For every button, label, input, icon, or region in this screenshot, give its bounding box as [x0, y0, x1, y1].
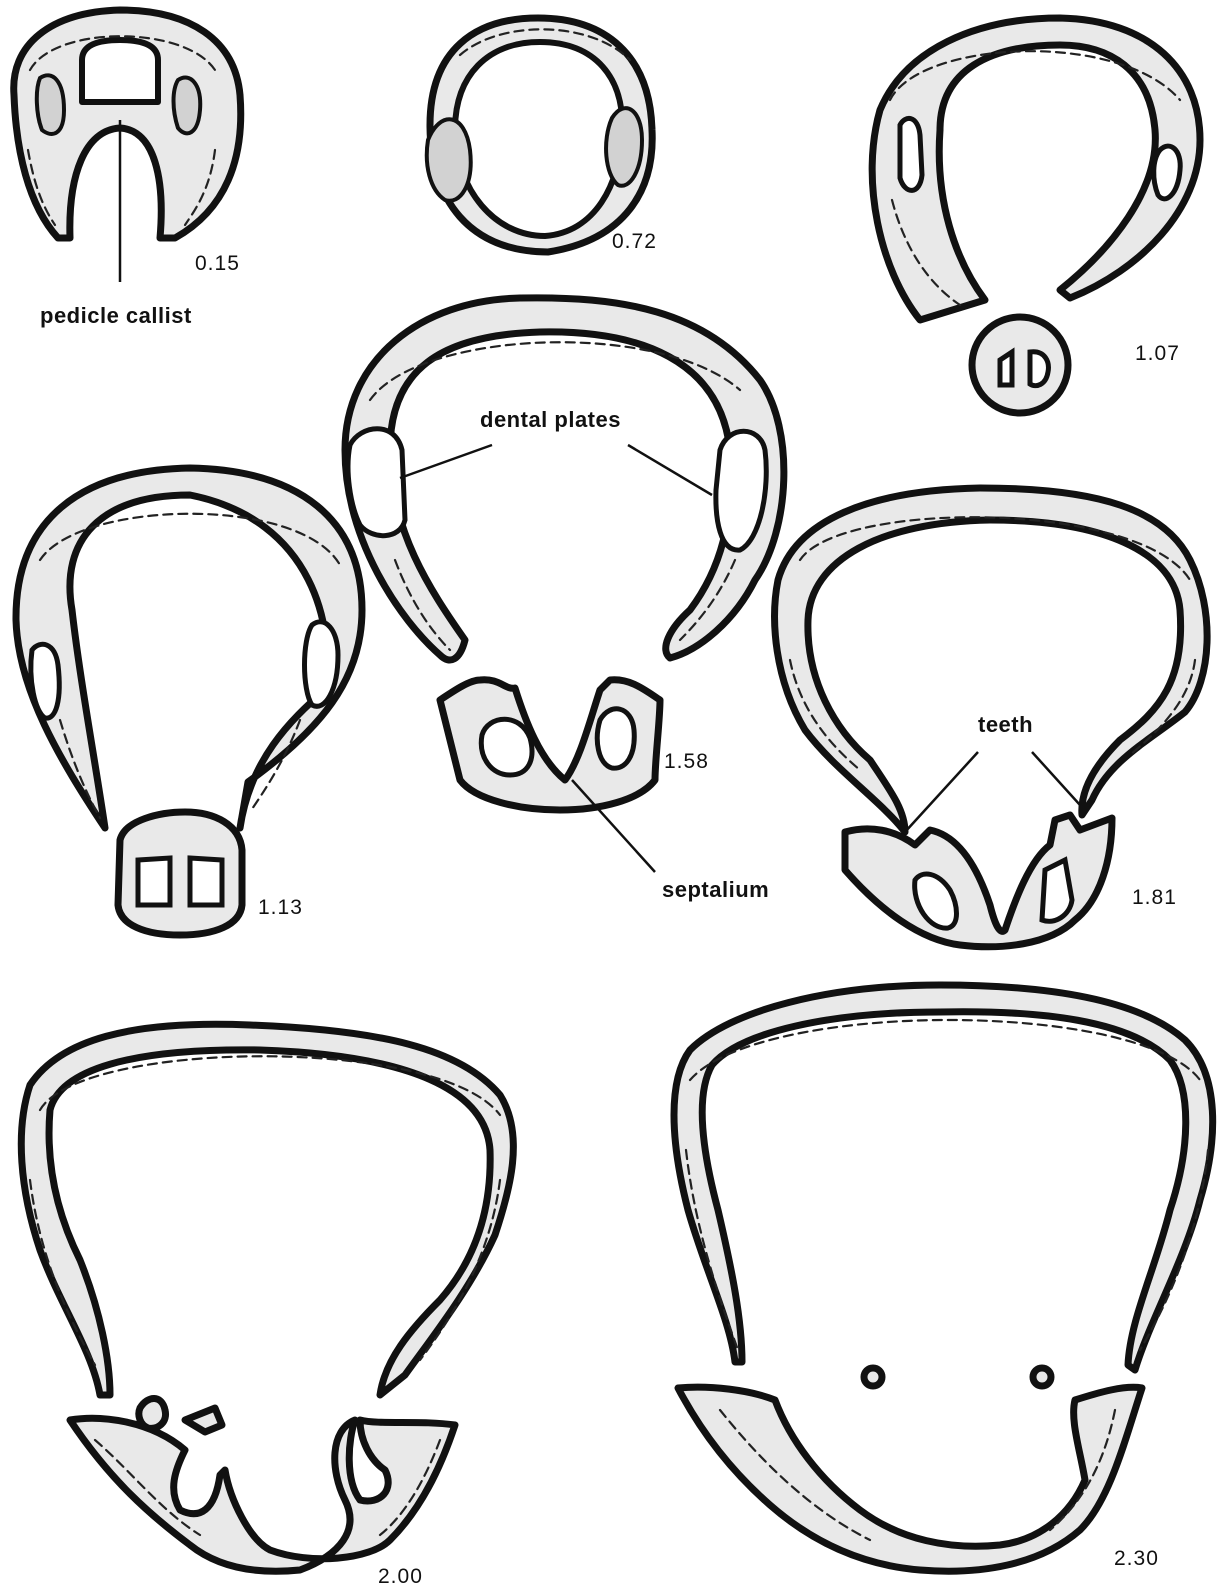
section-0-72 — [427, 18, 652, 252]
section-value: 0.15 — [195, 252, 240, 275]
section-1-13 — [16, 468, 362, 935]
label-dental-plates: dental plates — [480, 407, 621, 432]
section-2-00 — [21, 1024, 513, 1571]
section-value: 2.00 — [378, 1565, 423, 1588]
label-pedicle-callist: pedicle callist — [40, 303, 192, 328]
section-value: 1.81 — [1132, 886, 1177, 909]
section-0-15 — [14, 10, 241, 282]
section-value: 1.13 — [258, 896, 303, 919]
label-teeth: teeth — [978, 712, 1033, 737]
section-value: 1.07 — [1135, 342, 1180, 365]
section-value: 0.72 — [612, 230, 657, 253]
section-value: 1.58 — [664, 750, 709, 773]
section-value: 2.30 — [1114, 1547, 1159, 1570]
section-1-58 — [345, 298, 784, 872]
section-2-30 — [674, 985, 1213, 1571]
label-septalium: septalium — [662, 877, 769, 902]
